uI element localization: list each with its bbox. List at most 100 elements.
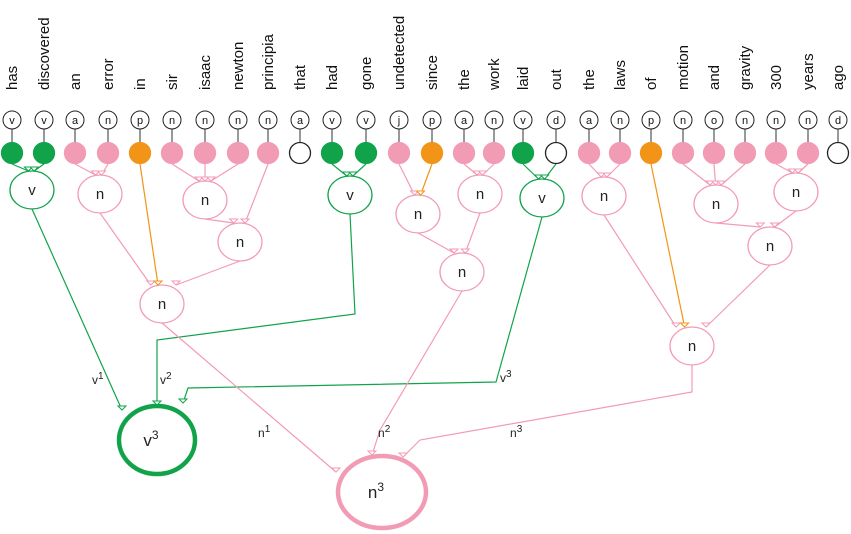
tree-edge: [775, 163, 793, 174]
pos-tag-circle: [34, 110, 54, 130]
tree-edge: [715, 222, 761, 228]
tree-node: [439, 252, 485, 292]
pos-tag: v: [41, 115, 47, 127]
root-edge-label: n1: [258, 424, 271, 440]
tree-node-label: v: [28, 182, 36, 199]
tree-node-label: n: [600, 188, 608, 205]
edge-label-sup: 1: [98, 371, 104, 382]
tree-node: [395, 194, 441, 234]
pos-tag: d: [553, 115, 559, 127]
pos-tag-circle: [766, 110, 786, 130]
tree-node-label: n: [458, 264, 466, 281]
pos-tag: n: [773, 115, 779, 127]
edge-arrow: [330, 467, 342, 473]
tree-edge: [11, 163, 29, 172]
pos-tag-circle: [65, 110, 85, 130]
edge-label-sup: 3: [506, 369, 512, 380]
token-word: laid: [515, 67, 532, 90]
tree-node: [669, 326, 715, 366]
token-word: 300: [768, 65, 785, 90]
pos-tag-circle: [130, 110, 150, 130]
pos-tag-circle: [356, 110, 376, 130]
token-word: and: [706, 65, 723, 90]
tree-edge: [464, 212, 481, 254]
pos-tag-circle: [513, 110, 533, 130]
token-word: discovered: [36, 17, 53, 90]
edge-arrow: [460, 248, 471, 254]
tree-node-label: n: [414, 206, 422, 223]
edge-arrow: [145, 280, 157, 286]
edge-arrow: [90, 170, 101, 176]
token-dot: [671, 141, 695, 165]
edge-arrow: [205, 176, 217, 182]
edge-arrow: [199, 176, 211, 182]
pos-tag-circle: [195, 110, 215, 130]
token-dot: [826, 141, 850, 165]
tree-edge: [705, 264, 771, 328]
token-word: newton: [230, 42, 247, 90]
token-dot: [96, 141, 120, 165]
tree-edge: [682, 163, 711, 186]
token-word: years: [800, 53, 817, 90]
edge-arrow: [228, 218, 239, 224]
token-word: an: [67, 73, 84, 90]
pos-tag-circle: [389, 110, 409, 130]
edge-arrow: [170, 280, 182, 286]
token-dot: [256, 141, 280, 165]
edge-arrow: [366, 450, 378, 456]
tree-edge: [650, 163, 686, 328]
token-word: in: [132, 78, 149, 90]
edge-label-sup: 2: [166, 371, 172, 382]
tree-edge: [171, 163, 200, 182]
pos-tag-circle: [673, 110, 693, 130]
token-word: laws: [612, 60, 629, 90]
pos-tag-circle: [454, 110, 474, 130]
edge-arrow: [448, 248, 460, 254]
pos-tag-circle: [641, 110, 661, 130]
edge-label-base: n: [258, 426, 265, 440]
tree-node-label: v: [538, 190, 546, 207]
pos-tag-circle: [704, 110, 724, 130]
edge-label-base: v: [500, 371, 506, 385]
tree-node-label: n: [766, 238, 774, 255]
tree-node: [581, 176, 627, 216]
tree-node: [9, 170, 55, 210]
tree-node-label: n: [792, 184, 800, 201]
token-word: that: [292, 64, 309, 90]
tree-node-label: n: [712, 196, 720, 213]
root-label-sup: 3: [152, 428, 159, 442]
tree-edge: [99, 212, 152, 286]
tree-edge: [175, 260, 241, 286]
edge-arrow: [716, 180, 727, 186]
tree-edge: [74, 163, 96, 176]
pos-tag-circle: [98, 110, 118, 130]
tree-node: [457, 174, 503, 214]
token-dot: [733, 141, 757, 165]
root-label-base: n: [368, 483, 377, 502]
edge-arrow: [787, 168, 798, 174]
token-word: principia: [260, 33, 277, 90]
token-dot: [32, 141, 56, 165]
tree-node: [519, 178, 565, 218]
tree-edge: [244, 163, 269, 224]
pos-tag: n: [617, 115, 623, 127]
token-dot: [193, 141, 217, 165]
root-edge: [156, 213, 356, 405]
tree-node: [217, 222, 263, 262]
root-node: [335, 453, 429, 531]
token-dot: [511, 141, 535, 165]
token-word: gone: [358, 57, 375, 90]
token-dot: [320, 141, 344, 165]
token-dot: [577, 141, 601, 165]
token-dot: [608, 141, 632, 165]
edge-arrow: [755, 222, 766, 228]
token-word: sir: [164, 74, 181, 90]
edge-arrow: [193, 176, 205, 182]
edge-arrow: [533, 174, 544, 180]
token-dot: [702, 141, 726, 165]
root-label-sup: 3: [377, 480, 384, 494]
edge-label-base: v: [92, 373, 98, 387]
edge-label-base: v: [160, 373, 166, 387]
pos-tag: a: [72, 115, 79, 127]
